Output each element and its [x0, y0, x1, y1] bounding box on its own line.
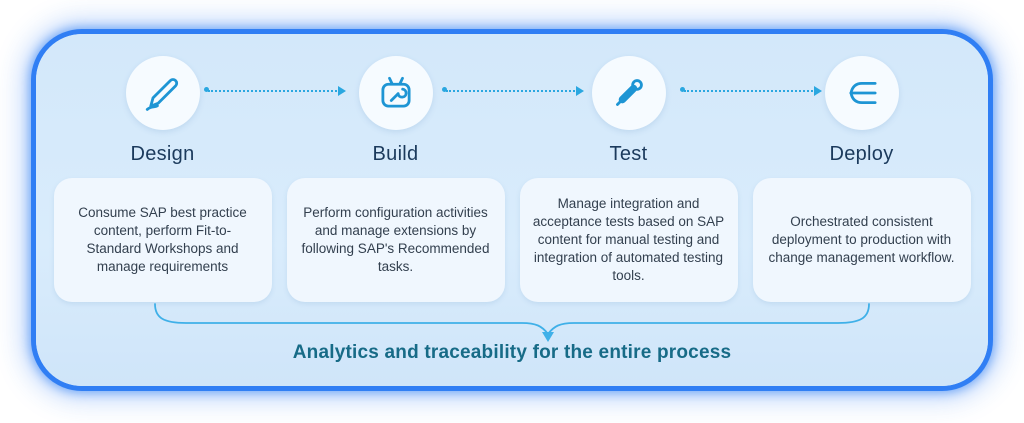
brace-connector: [154, 303, 870, 342]
merge-deploy-icon: [849, 81, 877, 105]
build-icon-circle: [358, 56, 433, 130]
down-arrow-icon: [542, 332, 554, 342]
build-description: Perform configuration activities and man…: [301, 205, 490, 274]
arrow-design-to-build-icon: [204, 85, 346, 96]
step-deploy: Deploy Orchestrated consistent deploymen…: [745, 56, 978, 302]
dropper-test-icon: [615, 79, 643, 106]
design-description: Consume SAP best practice content, perfo…: [78, 205, 247, 274]
deploy-card: Orchestrated consistent deployment to pr…: [752, 178, 971, 302]
deploy-description: Orchestrated consistent deployment to pr…: [768, 214, 955, 265]
pencil-design-icon: [145, 78, 178, 111]
design-card: Consume SAP best practice content, perfo…: [53, 178, 272, 302]
arrow-build-to-test-icon: [442, 85, 584, 96]
step-title-build: Build: [372, 143, 419, 165]
arrow-test-to-deploy-icon: [680, 85, 822, 96]
process-diagram-panel: Design Consume SAP best practice content…: [36, 34, 988, 386]
step-title-design: Design: [130, 143, 195, 165]
test-description: Manage integration and acceptance tests …: [532, 196, 725, 283]
test-card: Manage integration and acceptance tests …: [519, 178, 738, 302]
test-icon-circle: [591, 56, 666, 130]
step-test: Test Manage integration and acceptance t…: [512, 56, 745, 302]
build-card: Perform configuration activities and man…: [286, 178, 505, 302]
toolbox-build-icon: [380, 76, 411, 108]
step-build: Build Perform configuration activities a…: [279, 56, 512, 302]
step-design: Design Consume SAP best practice content…: [46, 56, 279, 302]
bottom-label: Analytics and traceability for the entir…: [292, 342, 732, 363]
process-steps: Design Consume SAP best practice content…: [36, 56, 988, 302]
design-icon-circle: [125, 56, 200, 130]
deploy-icon-circle: [824, 56, 899, 130]
step-title-deploy: Deploy: [829, 143, 894, 165]
step-title-test: Test: [609, 143, 648, 165]
